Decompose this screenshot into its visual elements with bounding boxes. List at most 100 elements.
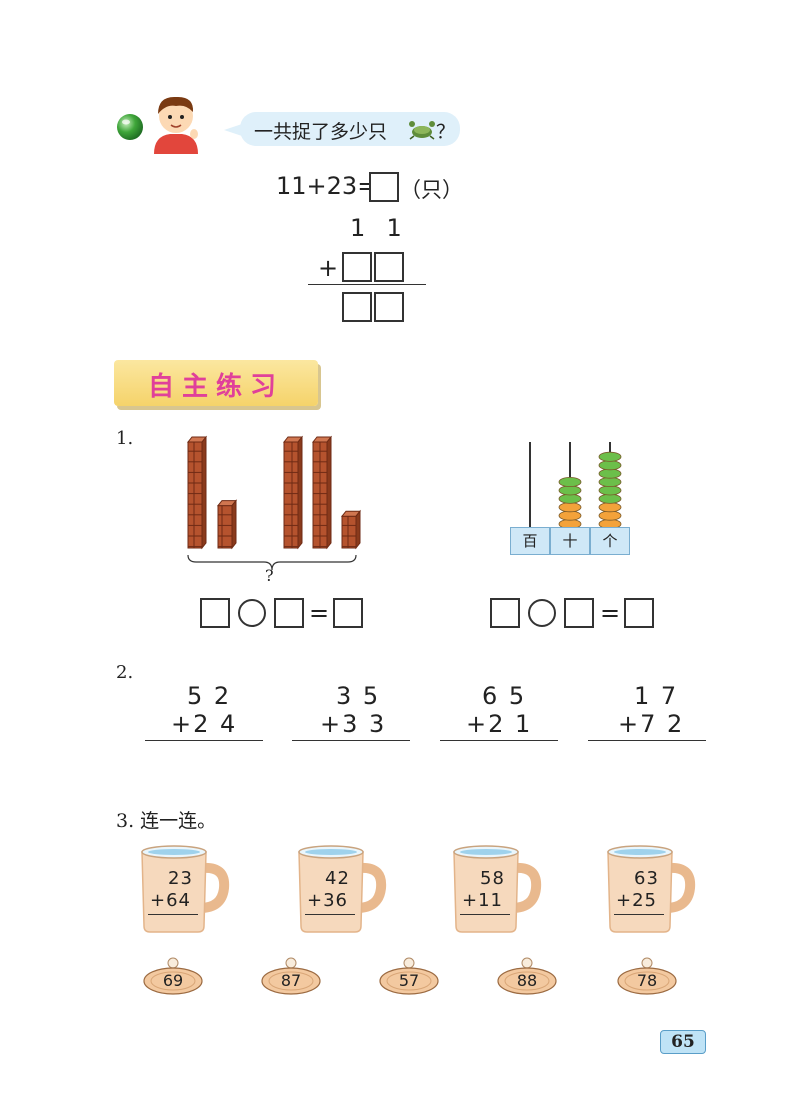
bubble-question-mark: ？	[436, 121, 456, 143]
ex1b-equals: =	[600, 599, 621, 627]
page-number: 65	[660, 1030, 706, 1054]
globe-icon	[117, 114, 143, 140]
plate-4-icon	[497, 957, 557, 995]
plate-4[interactable]: 88	[497, 956, 557, 996]
mug-1-bottom: +64	[150, 890, 191, 911]
ex1b-box-2[interactable]	[564, 598, 594, 628]
plate-3[interactable]: 57	[379, 956, 439, 996]
example-equation: 11+23=	[276, 172, 378, 200]
mug-3-top: 58	[480, 868, 505, 889]
plate-2-label: 87	[280, 971, 302, 990]
ones-bead-7	[598, 468, 622, 479]
plate-2-icon	[261, 957, 321, 995]
tens-rod-1	[186, 435, 208, 550]
ex1b-box-1[interactable]	[490, 598, 520, 628]
mug-1-top: 23	[168, 868, 193, 889]
tens-rod-3	[311, 435, 333, 550]
vertical-top-number: 1 1	[350, 214, 404, 242]
exercise-1-label: 1.	[116, 428, 134, 449]
ones-rod-2	[340, 509, 362, 550]
mug-2-top: 42	[325, 868, 350, 889]
mug-4-top: 63	[634, 868, 659, 889]
tens-bead-5	[558, 485, 582, 496]
tens-bead-6	[558, 477, 582, 488]
abacus-label-ones: 个	[590, 527, 630, 555]
problem-1-top: 5 2	[187, 682, 232, 710]
ones-bead-6	[598, 477, 622, 488]
ones-bead-9	[598, 451, 622, 462]
ex1b-box-3[interactable]	[624, 598, 654, 628]
ones-bead-4	[598, 493, 622, 504]
grouping-brace	[187, 554, 357, 571]
ones-bead-5	[598, 485, 622, 496]
mug-4-icon	[607, 845, 696, 933]
ex1a-box-1[interactable]	[200, 598, 230, 628]
addend-tens-box[interactable]	[342, 252, 372, 282]
mug-2-icon	[298, 845, 387, 933]
example-unit: （只）	[400, 178, 463, 202]
mug-1-line	[148, 914, 198, 915]
problem-3-top: 6 5	[482, 682, 527, 710]
ones-bead-8	[598, 460, 622, 471]
problem-4-bottom: +7 2	[618, 710, 685, 738]
mug-2[interactable]: 42 +36	[297, 842, 387, 934]
answer-box[interactable]	[369, 172, 399, 202]
ex1a-box-2[interactable]	[274, 598, 304, 628]
vertical-plus-sign: +	[318, 254, 341, 282]
abacus	[529, 442, 622, 528]
problem-2-line	[292, 740, 410, 741]
mug-3-icon	[453, 845, 542, 933]
plate-5[interactable]: 78	[617, 956, 677, 996]
plate-1[interactable]: 69	[143, 956, 203, 996]
exercise-2-label: 2.	[116, 662, 134, 683]
plate-2[interactable]: 87	[261, 956, 321, 996]
ex1a-box-3[interactable]	[333, 598, 363, 628]
bubble-text: 一共捉了多少只	[254, 121, 388, 143]
mug-4-bottom: +25	[616, 890, 657, 911]
mug-3[interactable]: 58 +11	[452, 842, 542, 934]
mug-3-line	[460, 914, 510, 915]
sum-ones-box[interactable]	[374, 292, 404, 322]
speech-bubble: 一共捉了多少只 ？	[224, 112, 460, 146]
plate-1-icon	[143, 957, 203, 995]
addend-ones-box[interactable]	[374, 252, 404, 282]
tens-rod-2	[282, 435, 304, 550]
problem-3-bottom: +2 1	[466, 710, 533, 738]
practice-banner: 自主练习	[114, 360, 318, 406]
crab-icon	[409, 121, 435, 140]
plate-5-label: 78	[636, 971, 658, 990]
tens-beads	[558, 477, 582, 528]
ones-bead-2	[598, 510, 622, 521]
ex1b-operator-circle[interactable]	[528, 599, 556, 627]
ones-rod-1	[216, 499, 238, 550]
mug-1-icon	[141, 845, 230, 933]
mug-2-bottom: +36	[307, 890, 348, 911]
tens-bead-3	[558, 502, 582, 513]
exercise-3-label: 3. 连一连。	[116, 810, 217, 832]
ones-beads	[598, 451, 622, 528]
mug-2-line	[305, 914, 355, 915]
boy-character-icon	[154, 96, 198, 154]
problem-2-bottom: +3 3	[320, 710, 387, 738]
sum-tens-box[interactable]	[342, 292, 372, 322]
abacus-label-hundreds: 百	[510, 527, 550, 555]
ones-bead-3	[598, 502, 622, 513]
abacus-label-tens: 十	[550, 527, 590, 555]
problem-4-top: 1 7	[634, 682, 679, 710]
problem-3-line	[440, 740, 558, 741]
plate-4-label: 88	[516, 971, 538, 990]
plate-3-icon	[379, 957, 439, 995]
mug-4[interactable]: 63 +25	[606, 842, 696, 934]
mug-1[interactable]: 23 +64	[140, 842, 230, 934]
problem-1-bottom: +2 4	[171, 710, 238, 738]
problem-2-top: 3 5	[336, 682, 381, 710]
plate-3-label: 57	[398, 971, 420, 990]
ex1a-operator-circle[interactable]	[238, 599, 266, 627]
plate-5-icon	[617, 957, 677, 995]
ex1a-equals: =	[309, 599, 330, 627]
base-ten-blocks	[186, 435, 362, 571]
brace-question-mark: ?	[265, 566, 274, 585]
tens-bead-4	[558, 493, 582, 504]
problem-4-line	[588, 740, 706, 741]
mug-4-line	[614, 914, 664, 915]
